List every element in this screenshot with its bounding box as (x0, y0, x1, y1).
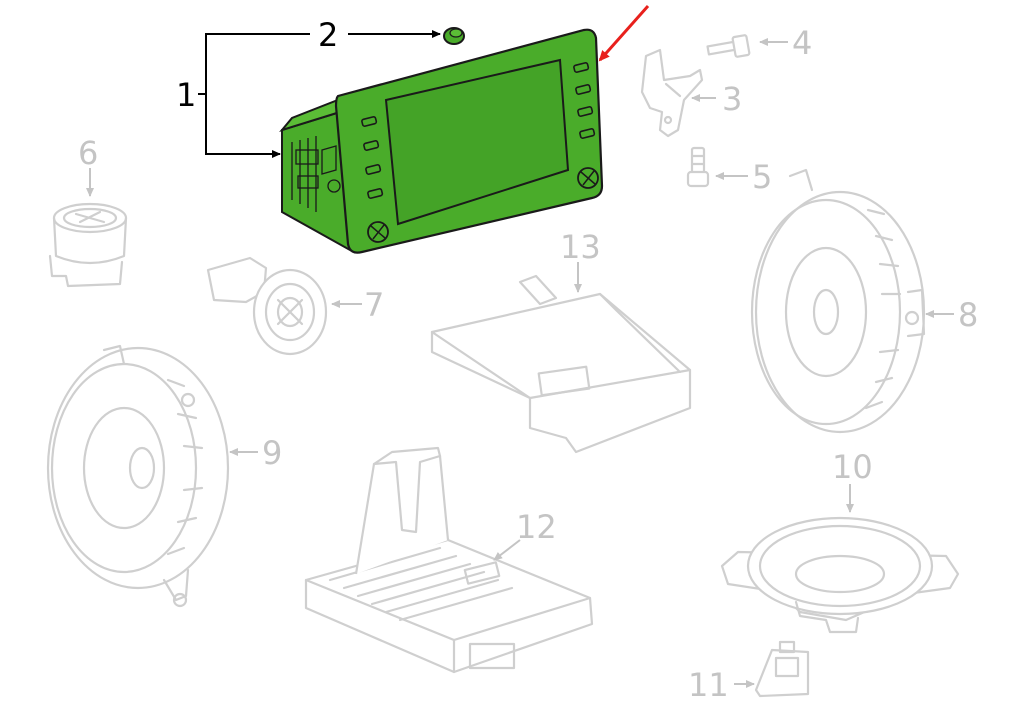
label-12: 12 (516, 508, 557, 546)
label-2: 2 (318, 16, 338, 54)
volume-knob-icon (367, 221, 389, 243)
label-1: 1 (176, 76, 196, 114)
head-unit-part-1[interactable] (279, 28, 604, 254)
callout-2: 2 (318, 16, 441, 54)
tweeter-part-7[interactable]: 7 (206, 256, 384, 356)
callout-1: 1 (176, 33, 310, 158)
label-11: 11 (688, 666, 729, 704)
label-13: 13 (560, 228, 601, 266)
speaker-part-8[interactable]: 8 (750, 168, 978, 434)
cover-part-13[interactable]: 13 (430, 228, 692, 454)
display-screen (384, 58, 570, 226)
label-4: 4 (792, 24, 812, 62)
label-5: 5 (752, 158, 772, 196)
label-9: 9 (262, 434, 282, 472)
connector-part-11[interactable]: 11 (688, 640, 810, 704)
amplifier-part-12[interactable]: 12 (304, 446, 594, 674)
label-10: 10 (832, 448, 873, 486)
bracket-part-3[interactable]: 3 (640, 48, 742, 138)
bolt-part-5[interactable]: 5 (686, 146, 772, 196)
tune-knob-icon (577, 167, 599, 189)
label-3: 3 (722, 80, 742, 118)
speaker-part-10[interactable]: 10 (720, 448, 960, 634)
pointer-arrow (598, 5, 650, 62)
label-8: 8 (958, 296, 978, 334)
tweeter-part-6[interactable]: 6 (48, 134, 128, 288)
right-button-column (573, 62, 596, 139)
clip-part-2[interactable] (443, 27, 465, 45)
screw-part-4[interactable]: 4 (706, 24, 813, 62)
left-button-column (361, 116, 384, 199)
label-7: 7 (364, 286, 384, 324)
speaker-part-9[interactable]: 9 (46, 344, 282, 608)
label-6: 6 (78, 134, 98, 172)
